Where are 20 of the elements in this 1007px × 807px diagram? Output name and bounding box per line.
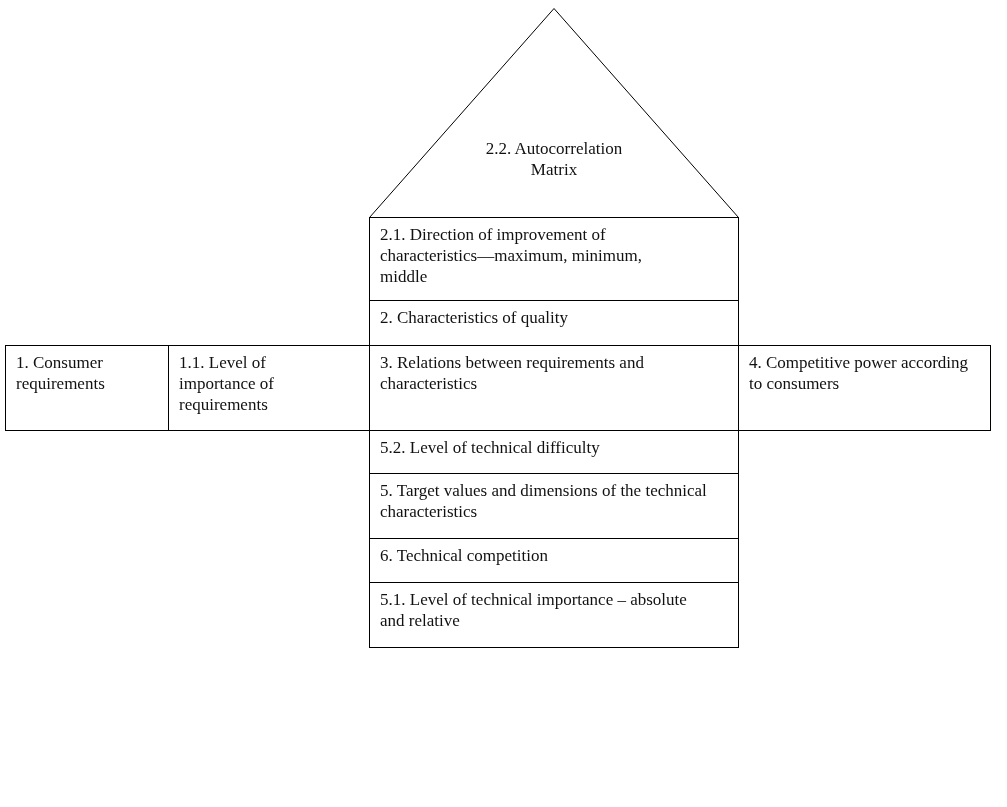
section-label: 5.1. Level of technical importance – absolute and relative (380, 589, 688, 631)
section-label: 2.1. Direction of improvement of characteristics—maximum, minimum, middle (380, 224, 644, 287)
matrix-section (369, 473, 739, 539)
section-label: 2. Characteristics of quality (380, 307, 569, 328)
matrix-section (369, 582, 739, 648)
section-label: 1. Consumer requirements (16, 352, 106, 394)
section-label: 5. Target values and dimensions of the technical characteristics (380, 480, 708, 522)
section-label: 5.2. Level of technical difficulty (380, 437, 601, 458)
matrix-section (369, 538, 739, 583)
section-label: 4. Competitive power according to consumers (749, 352, 969, 394)
section-label: 2.2. Autocorrelation Matrix (484, 138, 624, 180)
matrix-section (738, 345, 991, 431)
matrix-section (369, 430, 739, 474)
matrix-section (5, 345, 169, 431)
section-label: 1.1. Level of importance of requirements (179, 352, 275, 415)
matrix-section (369, 217, 739, 301)
section-label: 3. Relations between requirements and characteristics (380, 352, 645, 394)
matrix-section (369, 300, 739, 346)
matrix-section (168, 345, 370, 431)
section-label: 6. Technical competition (380, 545, 549, 566)
